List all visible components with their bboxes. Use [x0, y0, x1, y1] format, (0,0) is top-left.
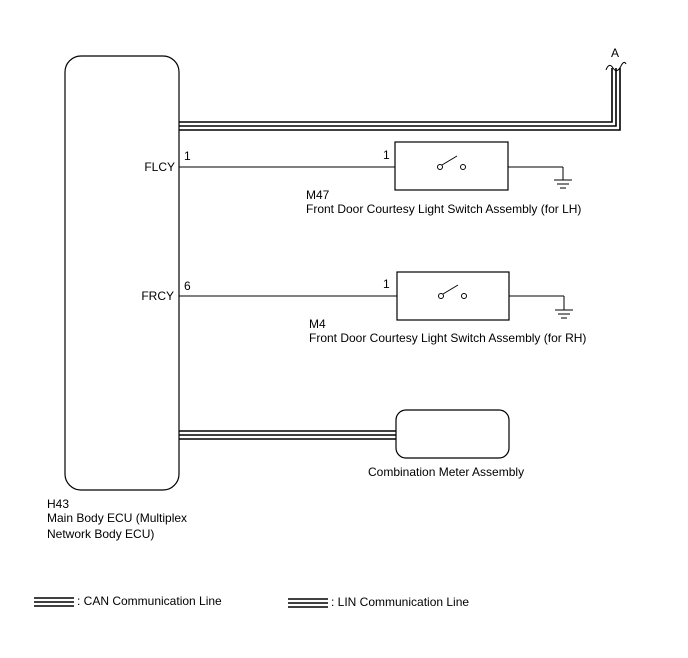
switch-lh: 1 M47 Front Door Courtesy Light Switch A…: [179, 141, 581, 216]
legend-lin-label: : LIN Communication Line: [331, 595, 469, 609]
main-body-ecu: FLCY 1 FRCY 6 H43 Main Body ECU (Multipl…: [47, 55, 191, 541]
legend: : CAN Communication Line : LIN Communica…: [34, 594, 469, 609]
ecu-box: [64, 55, 180, 491]
ecu-pin-frcy-number: 6: [184, 279, 191, 293]
switch-rh-pin: 1: [383, 277, 390, 291]
ecu-pin-flcy-number: 1: [184, 149, 191, 163]
lin-line-to-connector-a: A: [179, 46, 627, 131]
switch-lh-pin: 1: [383, 148, 390, 162]
ground-symbol-rh: [555, 309, 573, 319]
switch-rh-contact-left: [438, 293, 444, 299]
switch-rh-code: M4: [309, 317, 326, 331]
ground-symbol-lh: [554, 179, 572, 189]
ecu-name-line2: Network Body ECU): [47, 527, 154, 541]
switch-lh-name: Front Door Courtesy Light Switch Assembl…: [306, 202, 581, 216]
switch-lh-contact-right: [460, 164, 466, 170]
switch-rh-name: Front Door Courtesy Light Switch Assembl…: [309, 331, 586, 345]
switch-rh-contact-right: [461, 293, 467, 299]
ecu-name-line1: Main Body ECU (Multiplex: [47, 511, 187, 525]
ecu-pin-flcy-label: FLCY: [144, 160, 175, 174]
legend-can-label: : CAN Communication Line: [77, 594, 222, 608]
switch-lh-box: [394, 141, 509, 191]
legend-can: : CAN Communication Line: [34, 594, 222, 608]
combination-meter-name: Combination Meter Assembly: [368, 465, 524, 479]
ecu-pin-frcy-label: FRCY: [141, 289, 174, 303]
ecu-code: H43: [47, 497, 69, 511]
combination-meter: Combination Meter Assembly: [179, 409, 524, 479]
combination-meter-box: [395, 409, 510, 459]
switch-rh-box: [396, 271, 510, 321]
connector-a-label: A: [611, 46, 619, 60]
switch-lh-contact-left: [437, 164, 443, 170]
switch-lh-code: M47: [306, 188, 330, 202]
legend-lin: : LIN Communication Line: [288, 595, 469, 609]
switch-rh: 1 M4 Front Door Courtesy Light Switch As…: [179, 271, 586, 345]
